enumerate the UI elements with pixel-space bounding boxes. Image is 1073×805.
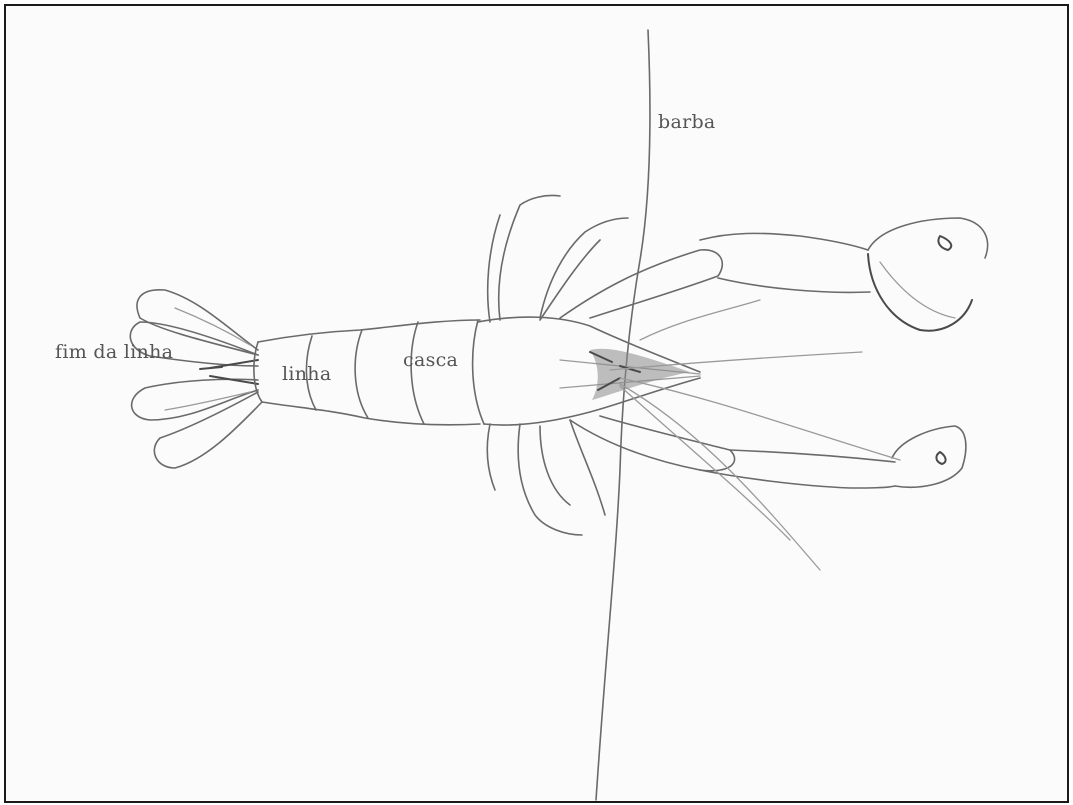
upper-legs	[488, 195, 628, 322]
tail-fan	[130, 290, 262, 468]
label-tail-end: fim da linha	[55, 341, 173, 363]
label-beard: barba	[658, 111, 716, 133]
label-shell: casca	[403, 349, 458, 371]
lower-claw	[570, 416, 966, 488]
long-antenna	[596, 30, 650, 800]
carapace	[478, 317, 700, 425]
upper-claw	[560, 218, 988, 331]
label-tail-end-pointer	[200, 367, 222, 369]
feelers	[610, 300, 900, 570]
label-line: linha	[282, 363, 331, 385]
lower-legs	[487, 420, 605, 535]
